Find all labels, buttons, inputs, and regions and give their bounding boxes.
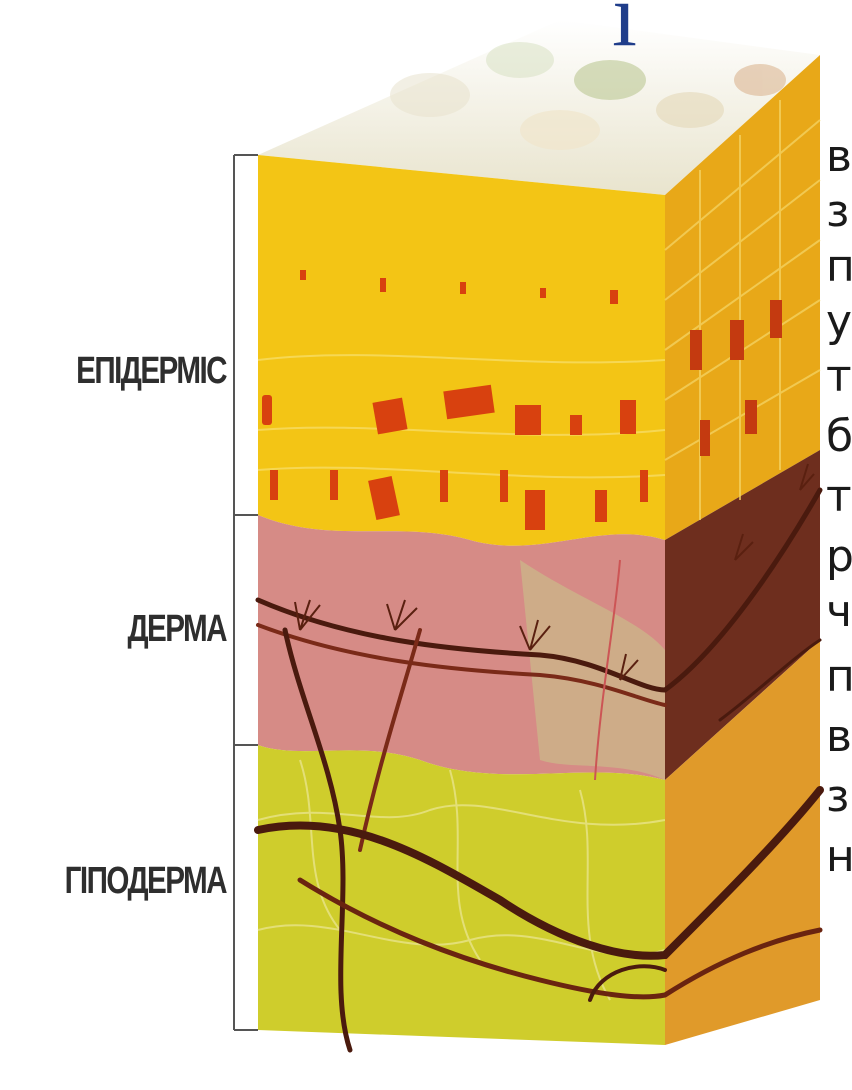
text-line: н xyxy=(826,830,852,884)
text-line: т xyxy=(826,350,852,404)
title-fragment: і xyxy=(612,0,637,67)
text-line: т xyxy=(826,470,852,524)
epidermis-label: ЕПІДЕРМІС xyxy=(50,350,226,393)
text-line: п xyxy=(826,240,852,294)
text-line: ч xyxy=(826,585,852,639)
text-line: в xyxy=(826,130,852,184)
hypodermis-label: ГІПОДЕРМА xyxy=(50,860,226,903)
dermis-label: ДЕРМА xyxy=(50,608,226,651)
text-line: п xyxy=(826,650,852,704)
text-line: б xyxy=(826,410,852,464)
text-line: у xyxy=(826,295,852,349)
text-line: з xyxy=(826,185,849,239)
hypodermis-layer xyxy=(258,745,665,1045)
layer-brackets xyxy=(234,155,258,1030)
epidermis-layer xyxy=(258,155,665,546)
text-line: з xyxy=(826,770,849,824)
text-line: в xyxy=(826,710,852,764)
text-line: р xyxy=(826,530,852,584)
